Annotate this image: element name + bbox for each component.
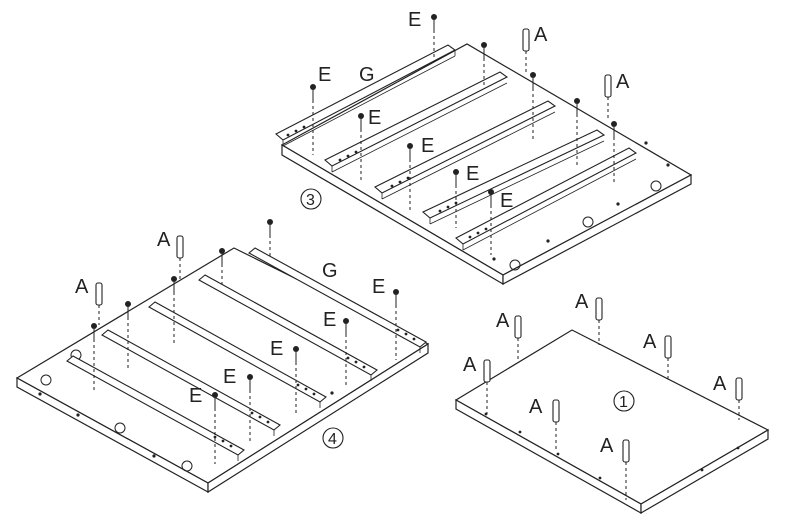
screw-label: E [368,107,381,129]
board-4-rail [248,247,427,353]
dowel-icon [604,74,612,120]
dowel-label: A [575,291,589,313]
step-1-number: 1 [619,394,628,411]
screw-icon [212,392,218,464]
screw-icon [310,84,316,155]
step-3-number: 3 [306,192,315,209]
board-3-side-right [502,174,692,285]
screw-icon [574,98,580,165]
screw-icon [247,374,253,442]
board-3-pin-hole [492,257,496,261]
screw-label: E [421,135,434,157]
board-3-pin-hole [644,141,648,145]
board-3-edge-hole [509,259,521,271]
board-3-pin-hole [666,163,670,167]
board-4-side-right [207,342,429,494]
screw-label: E [270,338,283,360]
step-4-marker [322,427,344,449]
screw-label: E [318,64,331,86]
dowel-icon [552,399,560,450]
board-3-rail [275,44,457,147]
board-1-pin-hole [598,476,602,480]
board-4-pin-hole [152,454,156,458]
dowel-icon [735,377,743,420]
board-4-edge-hole [181,460,193,472]
screw-label: E [372,276,385,298]
board-3-pin-hole [616,202,620,206]
screw-label: E [189,385,202,407]
screw-icon [481,42,487,88]
board-4-edge-hole [40,374,52,386]
board-3-rail [324,71,509,173]
screw-label: E [223,366,236,388]
screw-icon [293,346,299,415]
board-1-pin-hole [518,430,522,434]
rail-label: G [322,260,338,282]
step-3-marker [300,188,322,210]
board-4-pin-hole [76,413,80,417]
board-4-pin-hole [38,392,42,396]
board-4-rail [198,274,378,381]
rail-label: G [359,64,375,86]
dowel-icon [95,282,103,325]
dowel-icon [514,315,522,362]
dowel-icon [664,335,672,382]
board-1-pin-hole [736,446,740,450]
dowel-label: A [643,331,657,353]
dowel-icon [622,439,630,500]
dowel-icon [522,28,530,72]
step-1-marker [613,390,635,412]
board-4-group: A A G E E E E E 4 [15,219,430,494]
screw-label: E [323,309,336,331]
board-3-edge-hole [650,180,662,192]
screw-label: E [466,163,479,185]
board-4-rail [66,355,245,461]
dowel-label: A [713,373,727,395]
board-4-rail [148,301,327,408]
screw-icon [453,169,459,228]
screw-label: E [500,190,513,212]
dowel-icon [176,235,184,280]
board-3-group: E A A E G E E E E 3 [275,9,693,286]
screw-icon [219,248,225,285]
board-4-rail [101,329,281,436]
dowel-icon [483,359,491,414]
screw-icon [611,121,617,183]
board-3-rail [455,147,638,251]
screw-icon [171,276,177,345]
dowel-label: A [600,435,614,457]
step-4-number: 4 [328,431,337,448]
screw-label: E [408,9,421,31]
dowel-label: A [463,354,477,376]
board-3-rail [374,100,557,200]
board-1-group: A A A A A A A 1 [454,291,770,515]
screw-icon [267,219,273,258]
dowel-label: A [75,276,89,298]
screw-icon [393,289,399,360]
board-3-rail [421,129,606,225]
screw-icon [358,113,364,182]
board-4-edge-hole [114,422,126,434]
screw-icon [407,143,413,212]
screw-icon [488,189,494,255]
board-1-pin-hole [700,468,704,472]
board-1-pin-hole [556,452,560,456]
screw-icon [431,14,437,58]
dowel-icon [595,297,603,345]
screw-icon [91,323,97,392]
screw-icon [530,72,536,140]
screw-icon [125,301,131,368]
board-4-pin-hole [330,391,334,395]
dowel-label: A [157,229,171,251]
board-3-edge-hole [582,216,594,228]
board-1-top [454,329,770,505]
board-1-side-right [640,428,769,515]
dowel-label: A [529,396,543,418]
dowel-label: A [616,71,630,93]
dowel-label: A [496,310,510,332]
screw-icon [343,318,349,388]
board-3-pin-hole [546,239,550,243]
dowel-label: A [534,24,548,46]
